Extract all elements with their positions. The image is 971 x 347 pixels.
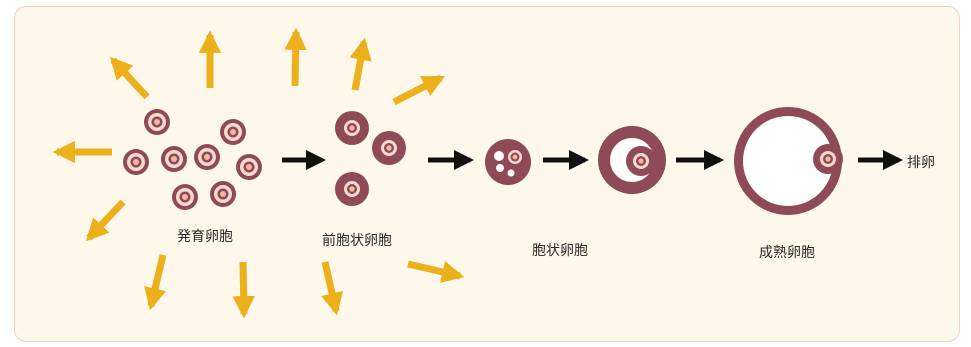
label-ovulation: 排卵 (907, 155, 935, 171)
yellow-arrow (232, 261, 255, 319)
small-follicle (144, 109, 170, 135)
preantral-follicles (335, 111, 406, 206)
yellow-arrow (144, 254, 167, 311)
label-mature: 成熟卵胞 (759, 245, 815, 261)
yellow-arrow (349, 37, 372, 91)
early-antral-follicle (485, 139, 531, 185)
small-follicle (210, 181, 236, 207)
yellow-arrow (85, 199, 126, 242)
yellow-arrows (52, 27, 465, 319)
small-follicle (172, 184, 198, 210)
developing-follicles (123, 109, 262, 210)
mature-follicle (734, 107, 843, 215)
small-follicle (194, 144, 220, 170)
label-antral: 胞状卵胞 (532, 243, 588, 259)
small-follicle (236, 154, 262, 180)
yellow-arrow (407, 260, 465, 283)
small-follicle (161, 146, 187, 172)
preantral-follicle (372, 131, 406, 165)
antral-follicle (598, 126, 666, 194)
preantral-follicle (335, 111, 369, 145)
yellow-arrow (321, 261, 344, 316)
label-developing: 発育卵胞 (177, 229, 233, 245)
label-preantral: 前胞状卵胞 (322, 233, 392, 249)
small-follicle (123, 149, 149, 175)
yellow-arrow (392, 74, 445, 106)
yellow-arrow (109, 56, 150, 100)
small-follicle (220, 119, 246, 145)
preantral-follicle (335, 172, 369, 206)
yellow-arrow (284, 27, 307, 87)
